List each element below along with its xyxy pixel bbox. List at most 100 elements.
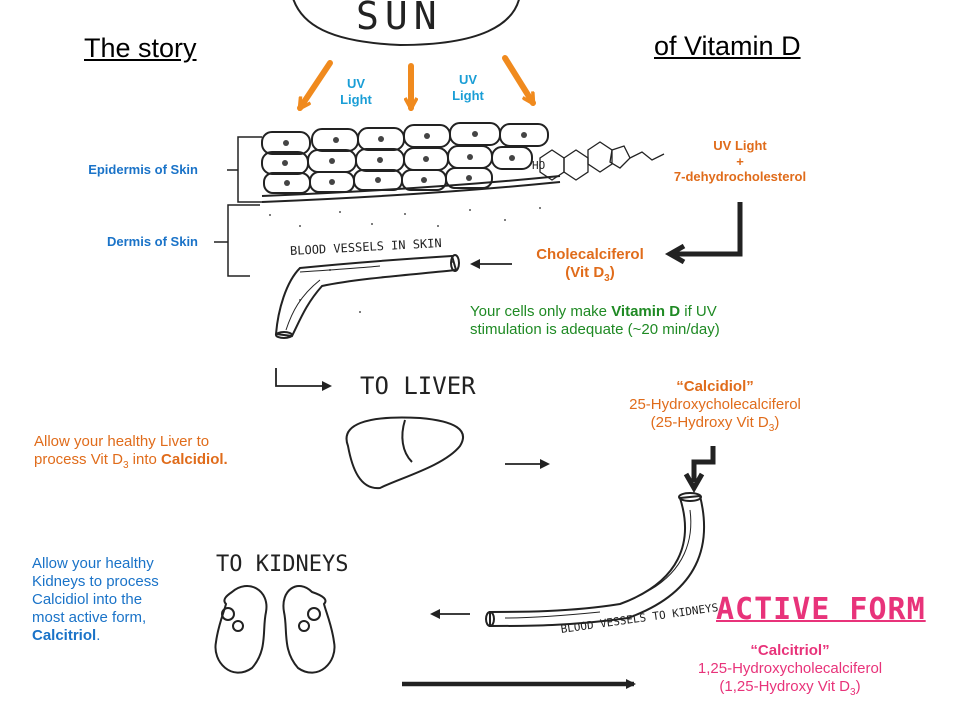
kidney-note-text: . — [96, 627, 101, 644]
liver-note-text: 3 — [122, 460, 129, 471]
uv-light-left-label-line: Light — [328, 92, 384, 108]
ho-label: HO — [532, 159, 545, 172]
to-kidneys-label: TO KIDNEYS — [216, 552, 348, 578]
flow-arrows — [275, 202, 743, 689]
to-liver-label-text: TO LIVER — [360, 372, 476, 400]
calcidiol-label-line: 25-Hydroxycholecalciferol — [600, 396, 830, 414]
cholecalciferol-label-text: 3 — [604, 273, 610, 284]
uv-light-left-label-line: UV — [328, 76, 384, 92]
dermis-label: Dermis of Skin — [40, 234, 198, 250]
cholecalciferol-label: Cholecalciferol(Vit D3) — [510, 246, 670, 285]
kidney-note-text: Kidneys to process — [32, 573, 159, 590]
calcidiol-label-text: ) — [774, 414, 780, 431]
epidermis-label-line: Epidermis of Skin — [40, 162, 198, 178]
cell-nuclei — [282, 131, 527, 186]
uv-light-right-label-text: Light — [452, 87, 484, 103]
uv-light-right-label-text: UV — [458, 72, 478, 87]
uv-note-text: Vitamin D — [611, 303, 681, 320]
sun-label: SUN — [356, 0, 443, 40]
sterol-structure — [539, 141, 665, 181]
uv-note-text: stimulation is adequate (~20 min/day) — [470, 321, 720, 338]
kidney-note-text: most active form, — [32, 609, 147, 626]
liver-note-text: Calcidiol. — [161, 451, 228, 468]
liver-shape — [345, 416, 465, 490]
title-left-text: The story — [84, 33, 197, 63]
liver-note-line: Allow your healthy Liver to — [34, 433, 228, 451]
calcitriol-label-line: 1,25-Hydroxycholecalciferol — [640, 660, 940, 678]
calcidiol-label: “Calcidiol”25-Hydroxycholecalciferol(25-… — [600, 378, 830, 435]
calcitriol-label-text: 1,25-Hydroxycholecalciferol — [697, 660, 883, 677]
epidermis-bracket — [227, 136, 262, 203]
active-form-label: ACTIVE FORM — [716, 592, 926, 628]
to-kidneys-label-line: TO KIDNEYS — [216, 552, 348, 578]
sun-label-text: SUN — [356, 0, 443, 38]
cholecalciferol-label-line: Cholecalciferol — [510, 246, 670, 264]
title-left-line: The story — [84, 32, 197, 64]
uv-note-text: Your cells only make — [470, 303, 612, 320]
uv-light-left-label-text: UV — [346, 76, 366, 91]
sun-shape — [292, 0, 520, 47]
epidermis-label-text: Epidermis of Skin — [88, 162, 198, 177]
cholecalciferol-label-text: ) — [609, 264, 615, 281]
uv-note-line: stimulation is adequate (~20 min/day) — [470, 321, 720, 339]
ho-label-line: HO — [532, 159, 545, 172]
calcidiol-label-line: (25-Hydroxy Vit D3) — [600, 414, 830, 435]
calcitriol-label-line: (1,25-Hydroxy Vit D3) — [640, 678, 940, 699]
calcidiol-label-text: (25-Hydroxy Vit D — [650, 414, 769, 431]
kidney-shapes — [214, 585, 336, 674]
to-liver-label: TO LIVER — [360, 372, 476, 401]
uv-precursor-label: UV Light+7-dehydrocholesterol — [640, 138, 840, 185]
kidney-note-line: most active form, — [32, 609, 159, 627]
skin-to-liver-arrow — [275, 368, 332, 391]
cholecalciferol-label-text: (Vit D — [565, 264, 605, 281]
liver-note-text: Allow your healthy Liver to — [34, 433, 210, 450]
title-right: of Vitamin D — [654, 30, 801, 62]
uv-light-right-label-line: Light — [440, 88, 496, 104]
cholecalciferol-label-line: (Vit D3) — [510, 264, 670, 285]
cholecalciferol-label-text: Cholecalciferol — [536, 246, 644, 263]
calcidiol-label-line: “Calcidiol” — [600, 378, 830, 396]
sun-label-line: SUN — [356, 0, 443, 40]
kidney-note-text: Calcidiol into the — [32, 591, 143, 608]
calcitriol-label-text: “Calcitriol” — [750, 642, 830, 659]
calcitriol-label-text: 3 — [850, 687, 856, 698]
uv-light-right-label-line: UV — [440, 72, 496, 88]
dermis-label-text: Dermis of Skin — [106, 234, 198, 249]
calcitriol-label: “Calcitriol”1,25-Hydroxycholecalciferol(… — [640, 642, 940, 699]
calcidiol-label-text: 25-Hydroxycholecalciferol — [629, 396, 801, 413]
kidney-blood-vessel — [485, 492, 706, 628]
liver-note-line: process Vit D3 into Calcidiol. — [34, 451, 228, 472]
calcitriol-label-line: “Calcitriol” — [640, 642, 940, 660]
kidney-note-text: Allow your healthy — [32, 555, 154, 572]
active-form-label-text: ACTIVE FORM — [716, 592, 926, 627]
uv-note-line: Your cells only make Vitamin D if UV — [470, 303, 720, 321]
liver-note-text: into — [128, 451, 162, 468]
kidney-note-line: Calcitriol. — [32, 627, 159, 645]
active-form-label-line: ACTIVE FORM — [716, 592, 926, 628]
title-right-line: of Vitamin D — [654, 30, 801, 62]
kidney-note-line: Allow your healthy — [32, 555, 159, 573]
title-left: The story — [84, 32, 197, 64]
kidney-note-line: Kidneys to process — [32, 573, 159, 591]
uv-precursor-label-line: + — [640, 154, 840, 170]
epidermis-cells — [261, 122, 561, 203]
calcitriol-label-text: ) — [855, 678, 861, 695]
calcitriol-label-text: (1,25-Hydroxy Vit D — [719, 678, 851, 695]
uv-to-cholecalciferol-arrow — [672, 202, 743, 257]
calcidiol-label-text: 3 — [768, 423, 775, 434]
dermis-bracket — [214, 204, 260, 277]
uv-precursor-label-text: + — [736, 153, 744, 169]
to-liver-label-line: TO LIVER — [360, 372, 476, 401]
ho-label-text: HO — [532, 159, 546, 172]
uv-note-text: if UV — [680, 303, 717, 320]
uv-precursor-label-text: UV Light — [713, 138, 767, 153]
to-kidneys-label-text: TO KIDNEYS — [216, 552, 349, 577]
uv-arrows — [297, 55, 536, 108]
